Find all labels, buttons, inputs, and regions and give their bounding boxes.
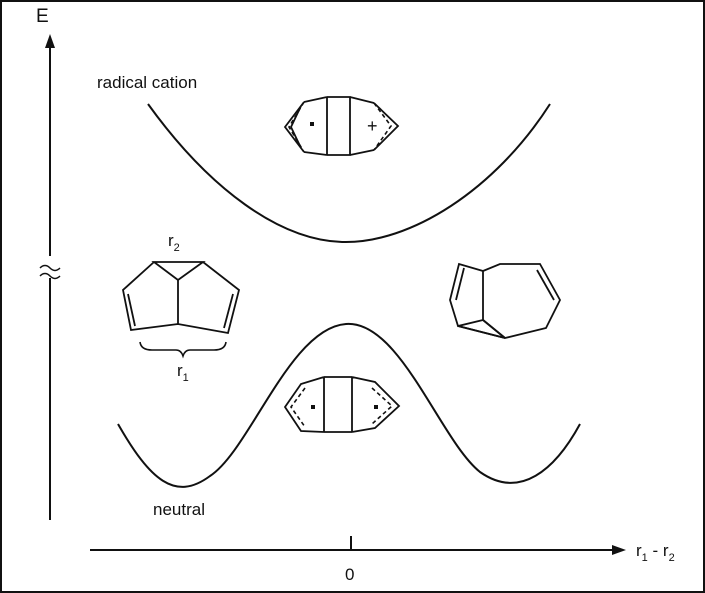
r2-sub: 2 [174, 242, 180, 254]
r1-bracket [139, 341, 227, 359]
zero-tick-label: 0 [345, 565, 354, 584]
neutral-label: neutral [153, 500, 205, 519]
right-bicyclic-structure [449, 262, 562, 339]
left-bicyclic-structure [122, 261, 241, 359]
radical-cation-curve [147, 103, 551, 244]
reaction-coordinate-axis [90, 536, 626, 555]
radical-dot [310, 122, 314, 126]
radical-dot-right [374, 405, 378, 409]
r2-label: r2 [168, 231, 180, 254]
radical-dot-left [311, 405, 315, 409]
radical-cation-label: radical cation [97, 73, 197, 92]
axis-break-mark [39, 264, 61, 280]
energy-axis-arrowhead [45, 34, 55, 48]
reaction-axis-arrowhead [612, 545, 626, 555]
energy-axis-label: E [36, 6, 49, 27]
x-label-r: r [636, 541, 642, 560]
x-label-sub2: 2 [669, 552, 675, 564]
r2-main: r [168, 231, 174, 250]
x-label-mid: - r [648, 541, 669, 560]
r1-label: r1 [177, 361, 189, 384]
cation-plus-sign: + [367, 116, 378, 136]
x-label-sub1: 1 [642, 552, 648, 564]
r1-main: r [177, 361, 183, 380]
reaction-coordinate-label: r1 - r2 [636, 541, 675, 564]
r1-sub: 1 [183, 372, 189, 384]
radical-cation-structure [283, 96, 400, 156]
biradical-structure [283, 376, 401, 433]
energy-axis [39, 34, 61, 520]
neutral-curve [117, 322, 581, 488]
